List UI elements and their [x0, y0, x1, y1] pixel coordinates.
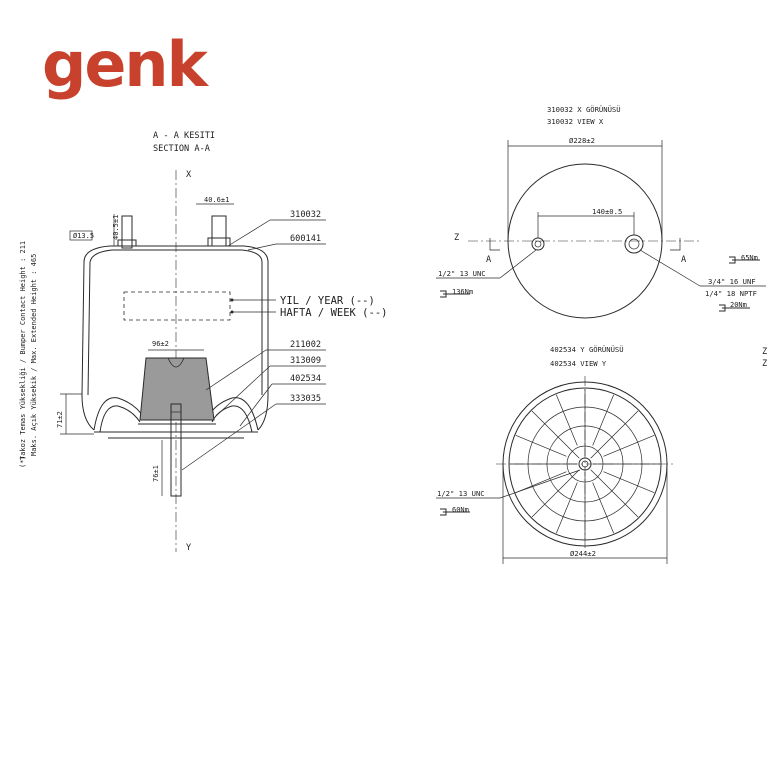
part-label-310032: 310032: [290, 210, 321, 220]
section-a-left: A: [486, 255, 492, 265]
view-y-thread: 1/2" 13 UNC: [437, 489, 485, 498]
view-x-thread-left: 1/2" 13 UNC: [438, 269, 486, 278]
week-label: HAFTA / WEEK (--): [280, 307, 387, 319]
axis-x-label-top: X: [186, 170, 192, 180]
leader-lines: [181, 219, 326, 471]
footnote-marker: (*): [19, 455, 27, 468]
view-x-z-axis: Z: [454, 233, 459, 243]
piston: [138, 357, 216, 425]
year-label: YIL / YEAR (--): [280, 295, 375, 307]
view-x-thread-right: 3/4" 16 UNF: [708, 277, 756, 286]
view-x-torque-left: 136Nm: [452, 288, 473, 296]
view-x-spacing-label: 140±0.5: [592, 207, 622, 216]
view-y-rib: [590, 469, 639, 518]
view-y-rib: [531, 410, 580, 459]
view-y-rib: [590, 410, 639, 459]
view-x-leader-left: [499, 249, 537, 279]
view-x-z-right-bottom: Z: [762, 359, 767, 369]
bottom-bolt: [170, 403, 182, 497]
section-arrow-left: [489, 238, 500, 251]
stud-right: [207, 215, 231, 247]
view-x-subtitle: 310032 VIEW X: [547, 117, 604, 126]
view-y-torque: 60Nm: [452, 506, 469, 514]
wrench-icon: [440, 290, 470, 298]
view-x-thread-right2: 1/4" 18 NPTF: [705, 289, 757, 298]
date-code-box: [123, 291, 231, 321]
view-y-rib: [592, 482, 615, 534]
view-y-diameter-label: Ø244±2: [570, 549, 596, 558]
axis-y-label-bottom: Y: [186, 543, 192, 553]
view-x-torque-right2: 20Nm: [730, 301, 747, 309]
genk-logo: genk: [42, 28, 210, 101]
view-y-rib: [515, 434, 567, 457]
section-arrow-right: [670, 238, 681, 251]
view-y-subtitle: 402534 VIEW Y: [550, 359, 607, 368]
pin-diameter-label: Ø13.5: [73, 232, 94, 240]
max-height-label: Maks. Açık Yüksekik / Max. Extended Heig…: [30, 254, 38, 456]
view-x-z-right-top: Z: [762, 347, 767, 357]
section-a-right: A: [681, 255, 687, 265]
stud-height-label: 40.5±1: [112, 215, 120, 240]
wrench-icon: [440, 508, 470, 516]
part-label-211002: 211002: [290, 340, 321, 350]
part-label-313009: 313009: [290, 356, 321, 366]
section-subtitle: SECTION A-A: [153, 144, 211, 154]
piston-height-label: 71±2: [56, 411, 64, 428]
view-y-leader: [499, 469, 581, 499]
view-y-rib: [531, 469, 580, 518]
section-title: A - A KESITI: [153, 131, 215, 141]
part-label-402534: 402534: [290, 374, 321, 384]
part-label-600141: 600141: [290, 234, 321, 244]
bolt-length-label: 76±1: [152, 465, 160, 482]
air-spring-bellows: [81, 261, 269, 431]
view-x-leader-right: [639, 249, 701, 287]
view-x-diameter-label: Ø228±2: [569, 136, 595, 145]
stud-spacing-label: 40.6±1: [204, 196, 229, 204]
view-y-rib: [603, 434, 655, 457]
stud-left: [117, 215, 137, 249]
part-label-333035: 333035: [290, 394, 321, 404]
view-x-title: 310032 X GÖRÜNÜSÜ: [547, 105, 621, 114]
view-y-rib: [603, 471, 655, 494]
bumper-height-label: Takoz Temas Yüksekliği / Bumper Contact …: [19, 241, 27, 460]
view-y-rib: [592, 394, 615, 446]
wrench-icon: [719, 304, 750, 312]
piston-width-label: 96±2: [152, 340, 169, 348]
pin-diameter-box: [69, 230, 93, 241]
view-x-torque-right: 65Nm: [741, 254, 758, 262]
wrench-icon: [729, 256, 760, 264]
view-y-rib: [555, 482, 578, 534]
view-y-title: 402534 Y GÖRÜNÜSÜ: [550, 345, 624, 354]
view-y-rib: [555, 394, 578, 446]
view-x-stud-left: [531, 237, 545, 251]
